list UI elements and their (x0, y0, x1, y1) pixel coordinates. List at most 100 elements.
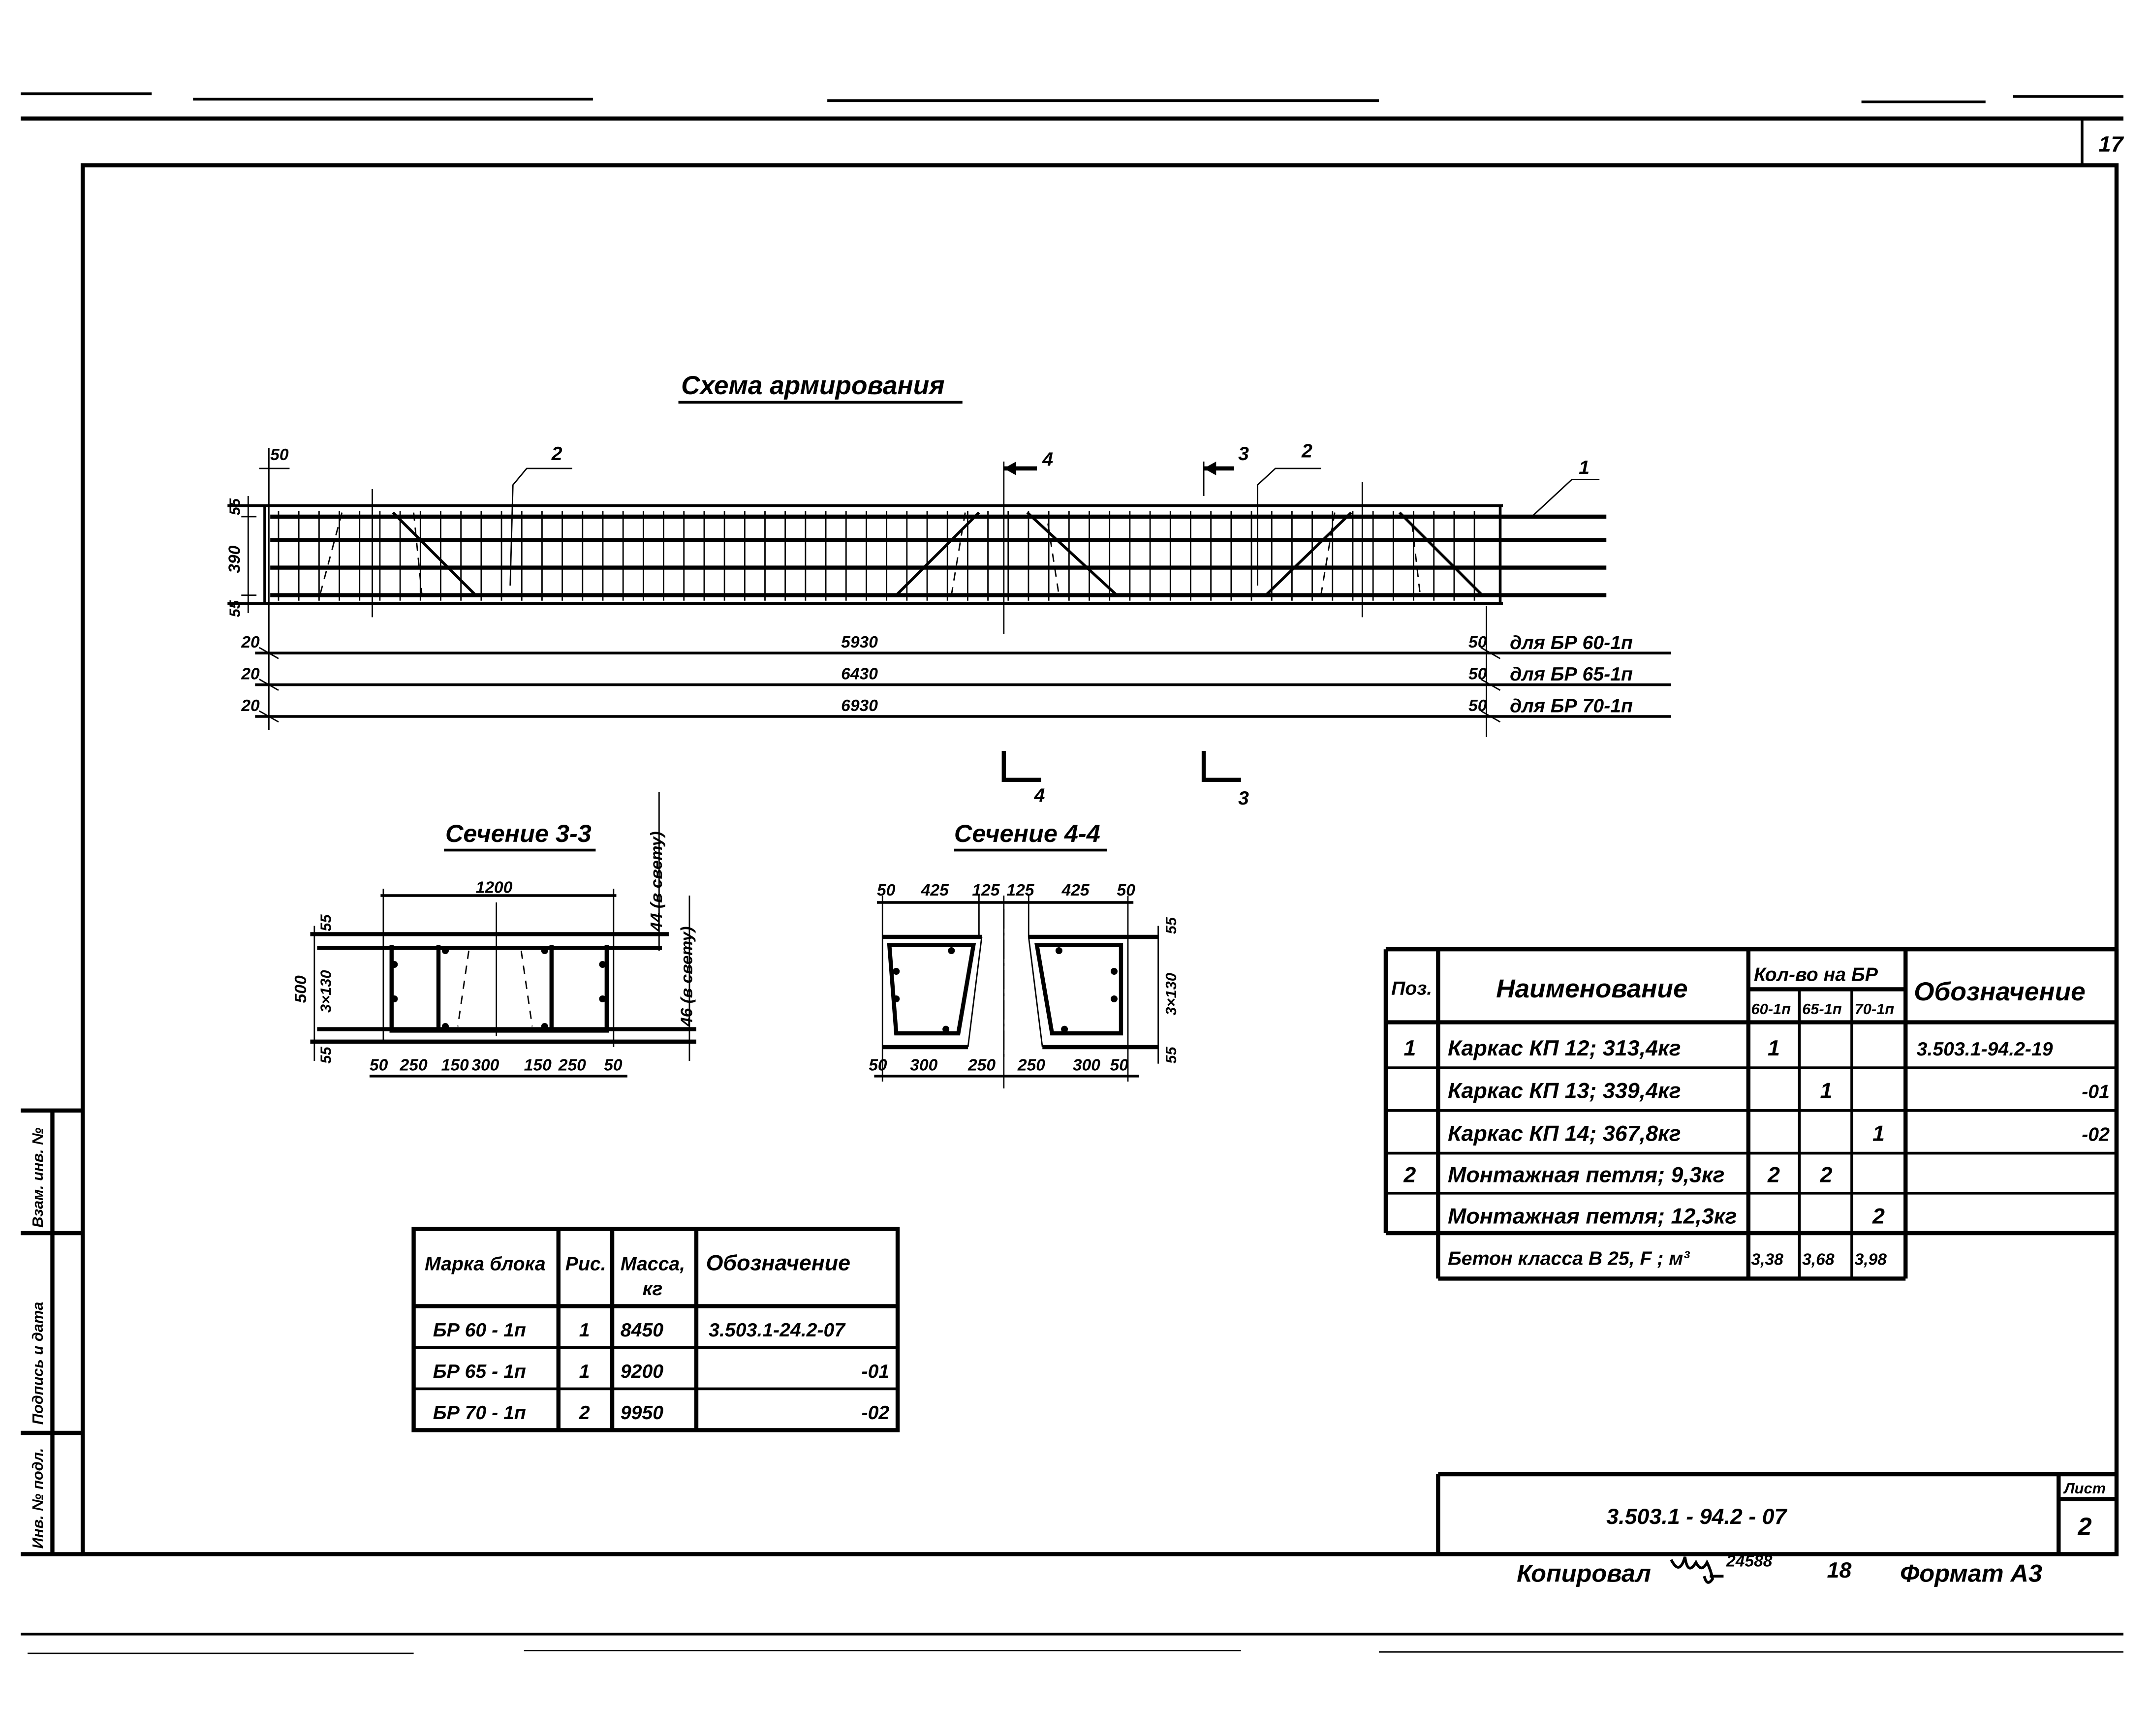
svg-text:50: 50 (869, 1056, 887, 1075)
leader-pos-1: 1 (1579, 457, 1590, 478)
svg-text:150: 150 (441, 1056, 469, 1075)
svg-text:для БР 60-1п: для БР 60-1п (1510, 632, 1633, 653)
longitudinal-bars (270, 514, 1607, 597)
copied-label: Копировал (1517, 1559, 1651, 1587)
block-row: БР 70 - 1п 2 9950 -02 (433, 1402, 890, 1424)
section-3-3-bottom-dims: 50 250 150 300 150 250 50 (370, 1056, 623, 1075)
svg-text:425: 425 (921, 881, 949, 899)
stirrups (278, 511, 1475, 601)
svg-text:55: 55 (1162, 1046, 1180, 1063)
svg-text:Обозначение: Обозначение (706, 1251, 851, 1275)
svg-text:50: 50 (370, 1056, 388, 1075)
svg-text:250: 250 (558, 1056, 586, 1075)
svg-text:3,38: 3,38 (1751, 1250, 1783, 1269)
svg-text:3×130: 3×130 (317, 970, 334, 1013)
svg-text:1: 1 (1872, 1121, 1885, 1146)
svg-text:50: 50 (1468, 633, 1487, 651)
spec-header-qty: Кол-во на БР (1754, 964, 1878, 986)
svg-text:20: 20 (241, 633, 260, 651)
spec-row-concrete: Бетон класса В 25, F ; м³ 3,38 3,68 3,98 (1448, 1248, 1887, 1269)
svg-text:1: 1 (579, 1320, 590, 1341)
svg-text:Рис.: Рис. (565, 1254, 606, 1275)
svg-text:50: 50 (877, 881, 896, 899)
svg-text:-02: -02 (862, 1402, 890, 1424)
svg-text:2: 2 (1403, 1162, 1416, 1187)
svg-text:70-1п: 70-1п (1855, 1000, 1895, 1018)
section-3-3-dim-1200: 1200 (476, 878, 513, 897)
svg-text:3×130: 3×130 (1162, 973, 1180, 1015)
svg-text:Масса,: Масса, (621, 1254, 685, 1275)
spec-row: Каркас КП 13; 339,4кг 1 -01 (1448, 1079, 2110, 1103)
svg-text:Монтажная петля; 9,3кг: Монтажная петля; 9,3кг (1448, 1162, 1724, 1187)
svg-text:9200: 9200 (621, 1361, 663, 1382)
section-4-4-top-dims: 50 425 125 125 425 50 (877, 881, 1135, 899)
cut-mark-3-bottom: 3 (1238, 788, 1249, 809)
svg-text:150: 150 (524, 1056, 552, 1075)
svg-text:425: 425 (1061, 881, 1090, 899)
length-row-bp60: 20 5930 50 для БР 60-1п (241, 606, 1671, 737)
svg-text:250: 250 (967, 1056, 996, 1075)
section-3-3-title: Сечение 3-3 (445, 819, 592, 847)
svg-text:50: 50 (1468, 697, 1487, 715)
svg-text:6930: 6930 (841, 697, 878, 715)
svg-text:50: 50 (1468, 665, 1487, 683)
block-row: БР 65 - 1п 1 9200 -01 (433, 1361, 889, 1382)
svg-text:2: 2 (1872, 1204, 1885, 1228)
length-row-bp65: 20 6430 50 для БР 65-1п (241, 664, 1671, 691)
svg-text:1: 1 (1768, 1036, 1780, 1060)
length-row-bp70: 20 6930 50 для БР 70-1п (241, 696, 1671, 723)
page-number-box: 17 (2081, 118, 2124, 165)
format-label: Формат А3 (1900, 1559, 2042, 1587)
svg-text:60-1п: 60-1п (1751, 1000, 1791, 1018)
svg-text:кг: кг (643, 1278, 663, 1300)
svg-text:3.503.1-24.2-07: 3.503.1-24.2-07 (709, 1320, 846, 1341)
svg-text:20: 20 (241, 665, 260, 683)
svg-text:для БР 65-1п: для БР 65-1п (1510, 664, 1633, 685)
footer: Копировал 24588 18 Формат А3 (1517, 1552, 2042, 1587)
svg-text:55: 55 (317, 1046, 334, 1063)
spec-header-designation: Обозначение (1914, 977, 2086, 1006)
svg-text:50: 50 (1110, 1056, 1129, 1075)
section-3-3: Сечение 3-3 1200 55 3×130 55 500 44 (в с… (292, 792, 696, 1078)
svg-text:125: 125 (972, 881, 1000, 899)
diagonal-bars (392, 511, 1484, 596)
block-table: Марка блока Рис. Масса, кг Обозначение Б… (411, 1227, 900, 1432)
scheme-dim-55-top: 55 (226, 498, 244, 515)
svg-text:2: 2 (1820, 1162, 1833, 1187)
beam-elevation (227, 461, 1607, 634)
scheme-title: Схема армирования (681, 371, 944, 400)
svg-text:Бетон класса В 25, F ; м³: Бетон класса В 25, F ; м³ (1448, 1248, 1690, 1269)
stamp-vzam-inv: Взам. инв. № (29, 1127, 46, 1227)
leader-pos-2a: 2 (551, 443, 562, 465)
svg-text:БР 60 - 1п: БР 60 - 1п (433, 1320, 526, 1341)
svg-text:Каркас КП 13; 339,4кг: Каркас КП 13; 339,4кг (1448, 1079, 1681, 1103)
section-3-3-dim-500: 500 (292, 975, 310, 1003)
svg-text:2: 2 (579, 1402, 590, 1424)
spec-table: Поз. Наименование Кол-во на БР 60-1п 65-… (1383, 947, 2119, 1281)
sheet-label: Лист (2063, 1480, 2106, 1497)
svg-text:300: 300 (471, 1056, 499, 1075)
scheme-dim-50: 50 (270, 446, 289, 464)
leader-pos-2b: 2 (1301, 441, 1312, 462)
section-4-4: Сечение 4-4 50 425 125 125 425 50 55 3×1… (869, 819, 1180, 1088)
svg-text:8450: 8450 (621, 1320, 663, 1341)
block-row: БР 60 - 1п 1 8450 3.503.1-24.2-07 (433, 1320, 846, 1341)
svg-text:50: 50 (604, 1056, 623, 1075)
svg-text:55: 55 (1162, 917, 1180, 934)
footer-number: 18 (1827, 1558, 1852, 1582)
cut-mark-3-top: 3 (1238, 443, 1249, 465)
svg-text:БР 70 - 1п: БР 70 - 1п (433, 1402, 526, 1424)
svg-text:300: 300 (1073, 1056, 1100, 1075)
copied-number: 24588 (1726, 1552, 1773, 1571)
svg-text:-01: -01 (862, 1361, 890, 1382)
left-stamp: Инв. № подл. Подпись и дата Взам. инв. № (21, 1108, 83, 1556)
svg-text:3,68: 3,68 (1802, 1250, 1835, 1269)
svg-text:2: 2 (1767, 1162, 1780, 1187)
stamp-inv-podl: Инв. № подл. (29, 1448, 46, 1549)
stamp-podpis-data: Подпись и дата (29, 1302, 46, 1425)
title-block: 3.503.1 - 94.2 - 07 Лист 2 (1436, 1472, 2117, 1554)
svg-text:46 (в свету): 46 (в свету) (678, 927, 696, 1027)
section-4-4-bottom-dims: 50 300 250 250 300 50 (869, 1056, 1128, 1075)
spec-row: Монтажная петля; 12,3кг 2 (1448, 1204, 1885, 1228)
